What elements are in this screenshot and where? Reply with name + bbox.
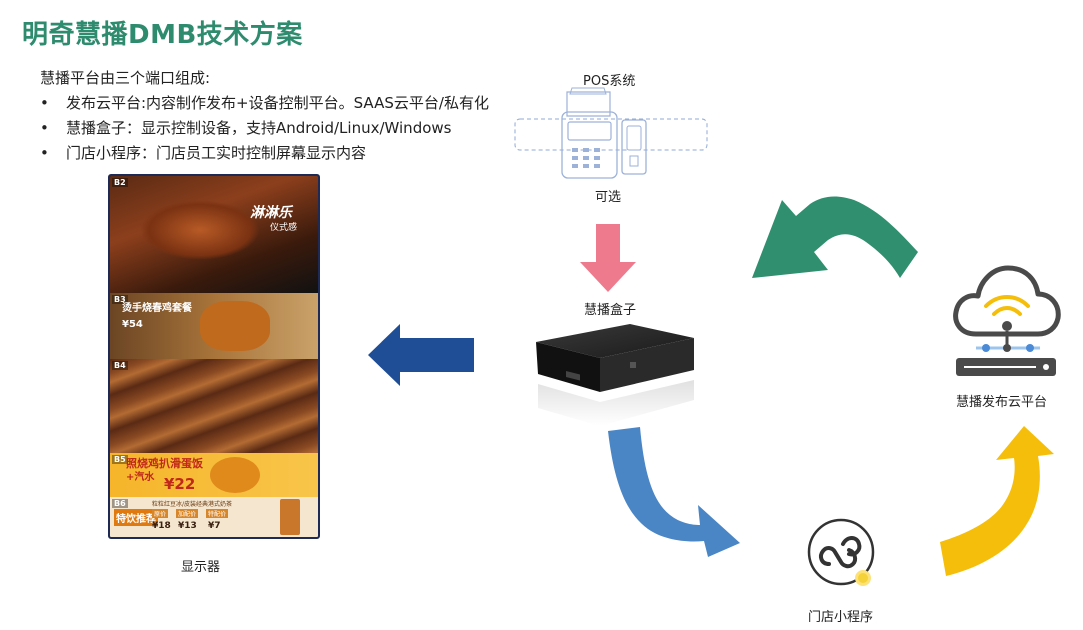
panel-tag: B2 [112,178,128,187]
panel-b6-price: ¥7 [208,521,221,531]
panel-b3-price: ¥54 [122,319,143,330]
panel-b6-sub: 粒粒红豆冰/皮装经典港式奶茶 [152,501,233,508]
cloud-label: 慧播发布云平台 [956,395,1048,410]
pos-terminal-icon [514,87,708,179]
panel-b5: B5 照烧鸡扒滑蛋饭 +汽水 ¥22 [110,453,318,497]
pos-label: POS系统 [583,74,636,89]
panel-b6-price-tag: 原价 [152,509,169,518]
panel-b5-headline: 照烧鸡扒滑蛋饭 [126,457,203,470]
media-box-device [536,324,694,426]
intro-bullet-list: 发布云平台:内容制作发布+设备控制平台。SAAS云平台/私有化 慧播盒子：显示控… [40,91,489,166]
cloud-platform-icon [953,265,1061,376]
panel-b6-price: ¥18 [152,521,171,531]
miniapp-label: 门店小程序 [808,610,874,625]
display-label: 显示器 [181,560,221,575]
panel-b6-headline: 特饮推荐 [114,509,158,526]
panel-b5-price: ¥22 [164,475,196,493]
intro-heading: 慧播平台由三个端口组成: [40,69,211,87]
panel-tag: B5 [112,455,128,464]
display-screen: B2 淋淋乐 仪式感 B3 烫手烧春鸡套餐 ¥54 B4 B5 照烧鸡扒滑蛋饭 … [108,174,320,539]
panel-b6-price-tag: 加配价 [176,509,199,518]
box-label: 慧播盒子 [584,303,637,318]
intro-text: 慧播平台由三个端口组成: 发布云平台:内容制作发布+设备控制平台。SAAS云平台… [40,66,489,166]
page-title: 明奇慧播DMB技术方案 [22,20,303,50]
panel-tag: B3 [112,295,128,304]
bullet-miniapp: 门店小程序：门店员工实时控制屏幕显示内容 [40,141,489,166]
panel-b2-sub: 仪式感 [270,223,298,233]
arrow-box-to-miniapp [608,427,740,557]
miniapp-icon [807,518,875,586]
arrow-cloud-to-box [752,196,918,278]
panel-b3-headline: 烫手烧春鸡套餐 [122,303,192,314]
bullet-cloud-platform: 发布云平台:内容制作发布+设备控制平台。SAAS云平台/私有化 [40,91,489,116]
panel-tag: B6 [112,499,128,508]
panel-b6: B6 特饮推荐 粒粒红豆冰/皮装经典港式奶茶 原价 加配价 特配价 ¥18 ¥1… [110,497,318,537]
bullet-box: 慧播盒子：显示控制设备，支持Android/Linux/Windows [40,116,489,141]
panel-tag: B4 [112,361,128,370]
panel-b3: B3 烫手烧春鸡套餐 ¥54 [110,293,318,359]
arrow-miniapp-to-cloud [940,426,1054,576]
panel-b2: B2 淋淋乐 仪式感 [110,176,318,293]
panel-b4: B4 [110,359,318,453]
panel-b5-sub: +汽水 [126,472,155,483]
optional-label: 可选 [595,190,622,205]
arrow-pos-to-box [580,224,636,292]
arrow-box-to-display [368,324,474,386]
panel-b2-headline: 淋淋乐 [250,205,292,221]
panel-b6-price-tag: 特配价 [206,509,229,518]
panel-b6-price: ¥13 [178,521,197,531]
